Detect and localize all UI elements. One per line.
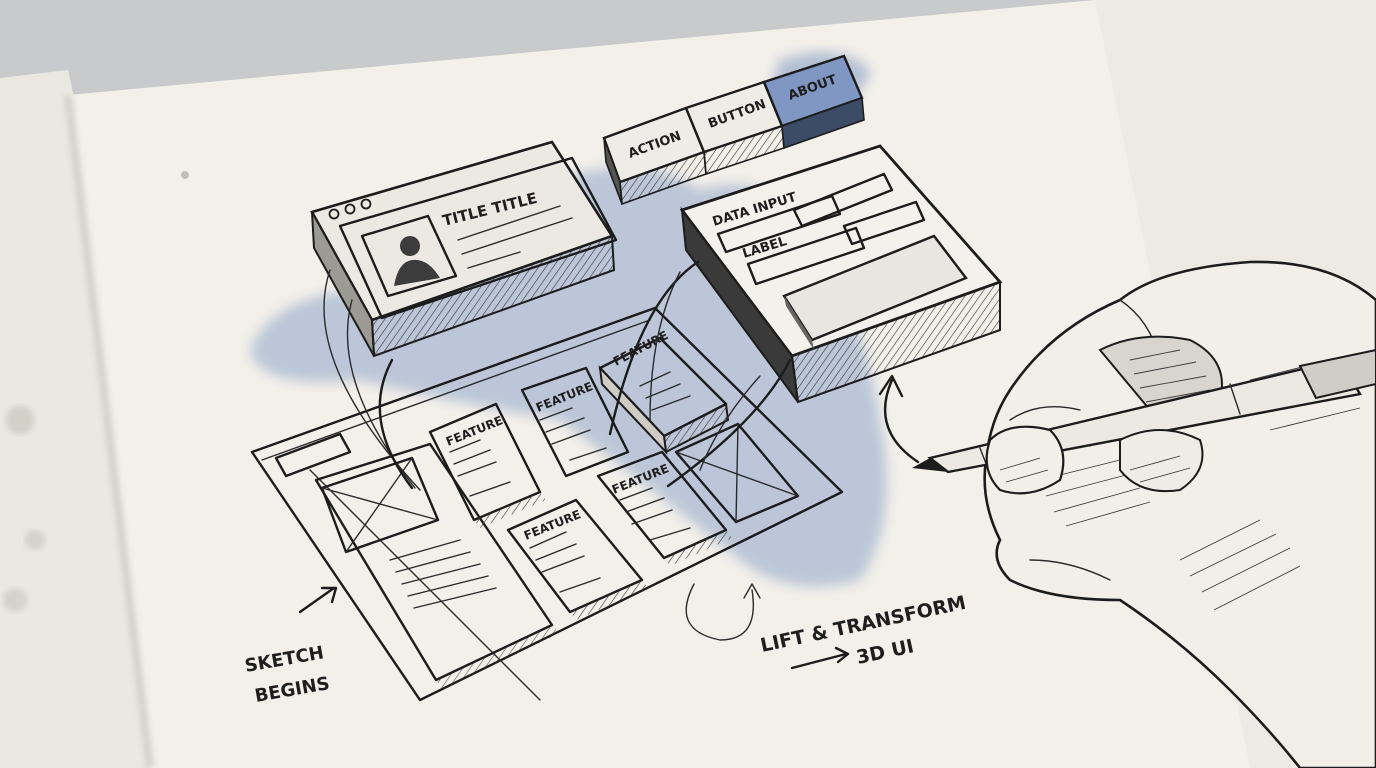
form-input-2: [716, 194, 842, 254]
window-dot-icon: [328, 208, 340, 220]
wire-header-bar: [274, 432, 352, 478]
button-group: [602, 54, 865, 206]
lifted-feature-card: [598, 336, 730, 455]
window-dot-icon: [360, 198, 372, 210]
connection-curves: [323, 260, 920, 491]
form-input-3: [842, 200, 926, 246]
left-page: [0, 70, 150, 768]
profile-card: [310, 140, 618, 358]
arrow-icon: [298, 586, 338, 614]
avatar: [360, 214, 458, 298]
curved-arrow-icon: [685, 583, 761, 641]
window-dot-icon: [344, 203, 356, 215]
form-textarea[interactable]: [782, 234, 968, 342]
right-arrow-icon: [790, 646, 850, 670]
drawing-hand: [912, 260, 1376, 768]
person-icon: [400, 236, 420, 256]
paper-smudges: [3, 171, 189, 612]
form-card: [679, 144, 1003, 404]
form-input-4: [746, 226, 866, 286]
base-feature-card-3: [520, 366, 630, 478]
up-arrow-icon: [884, 378, 920, 464]
form-input-1: [792, 172, 894, 228]
